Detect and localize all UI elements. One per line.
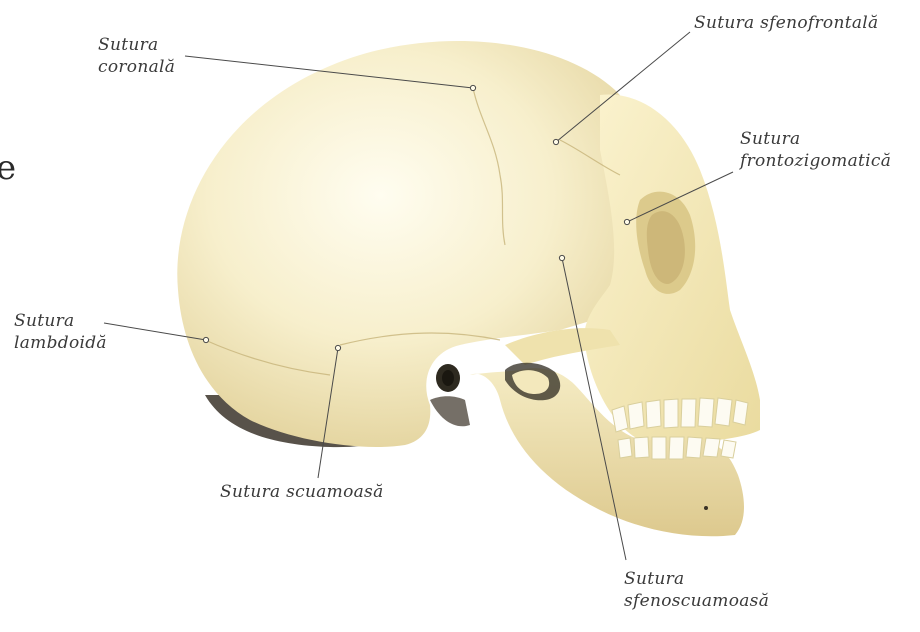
label-sutura-frontozigomatica: Sutura frontozigomatică — [740, 128, 891, 172]
label-sutura-sfenofrontala: Sutura sfenofrontală — [694, 12, 878, 34]
label-coronala-line2: coronală — [98, 56, 175, 78]
marker-scuamoasa — [335, 345, 340, 350]
label-lambdoida-line1: Sutura — [14, 310, 107, 332]
label-sfenoscuamoasa-line1: Sutura — [624, 568, 769, 590]
label-frontozigomatica-line2: frontozigomatică — [740, 150, 891, 172]
label-sutura-lambdoida: Sutura lambdoidă — [14, 310, 107, 354]
label-sfenoscuamoasa-line2: sfenoscuamoasă — [624, 590, 769, 612]
label-sutura-scuamoasa: Sutura scuamoasă — [220, 481, 384, 503]
cranium — [177, 41, 661, 447]
marker-lambdoida — [203, 337, 208, 342]
marker-sfenofrontala — [553, 139, 558, 144]
edge-text-fragment: e — [0, 148, 16, 188]
label-lambdoida-line2: lambdoidă — [14, 332, 107, 354]
label-sutura-coronala: Sutura coronală — [98, 34, 175, 78]
label-sutura-sfenoscuamoasa: Sutura sfenoscuamoasă — [624, 568, 769, 612]
marker-frontozigomatica — [624, 219, 629, 224]
label-coronala-line1: Sutura — [98, 34, 175, 56]
marker-coronala — [470, 85, 475, 90]
marker-sfenoscuamoasa — [559, 255, 564, 260]
label-frontozigomatica-line1: Sutura — [740, 128, 891, 150]
